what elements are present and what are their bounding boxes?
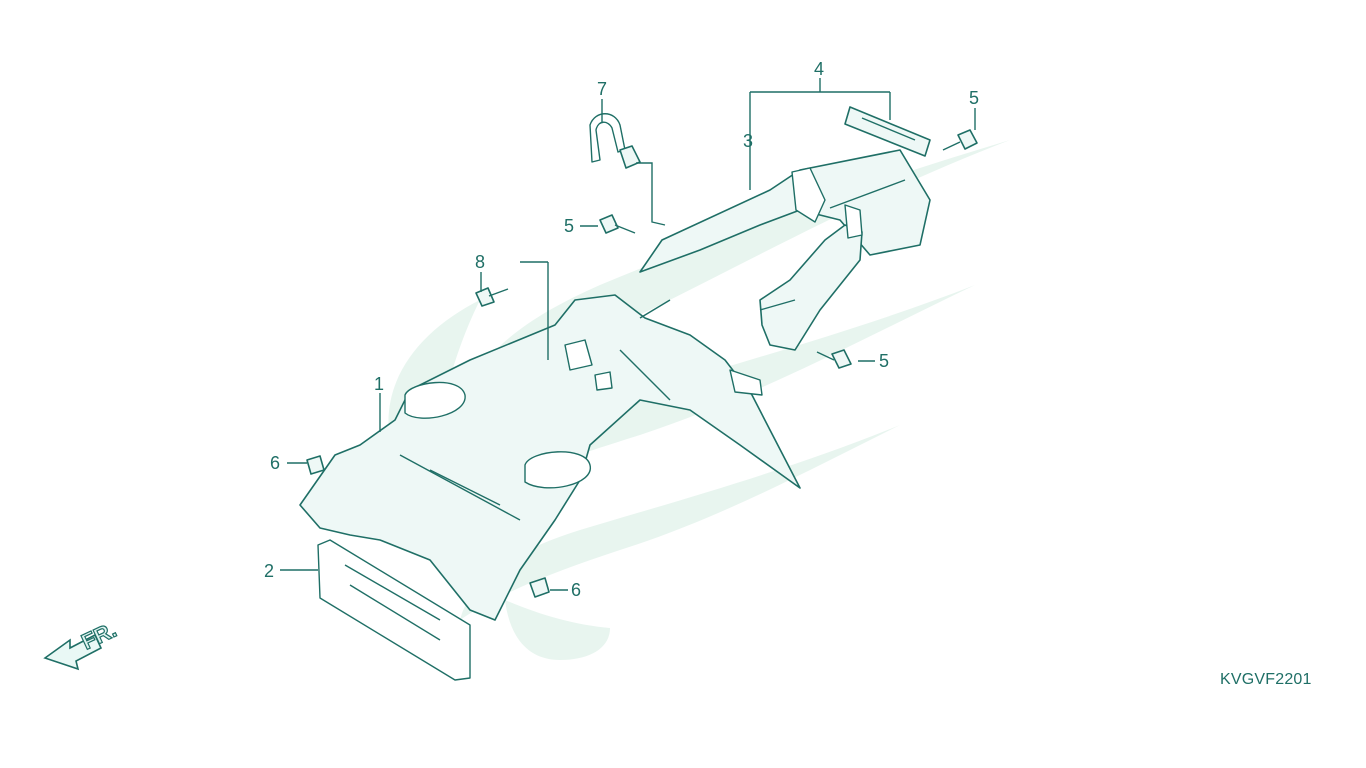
callout-4: 4: [814, 59, 824, 79]
screw-8: [475, 287, 509, 307]
callout-6-left: 6: [270, 453, 280, 473]
callout-1: 1: [374, 374, 384, 394]
bolt-5b: [942, 129, 978, 151]
rear-fender-frame: [299, 294, 801, 621]
rear-grab-rail: [639, 149, 931, 351]
callout-5-lower-right: 5: [879, 351, 889, 371]
callout-3: 3: [743, 131, 753, 151]
nut-6b: [529, 577, 550, 598]
callout-2: 2: [264, 561, 274, 581]
callout-5-left: 5: [564, 216, 574, 236]
bolt-5a: [599, 214, 636, 234]
front-direction-arrow: FR.: [43, 616, 121, 671]
nut-6a: [306, 455, 325, 475]
callout-8: 8: [475, 252, 485, 272]
callout-labels: 1 2 3 4 5 5 5 6 6 7 8: [264, 59, 979, 600]
callout-7: 7: [597, 79, 607, 99]
license-plate-bracket: [317, 539, 471, 681]
hose-clamp: [589, 113, 641, 169]
callout-leaders: [280, 78, 976, 591]
callout-5-top-right: 5: [969, 88, 979, 108]
callout-6-right: 6: [571, 580, 581, 600]
bolt-5c: [816, 349, 852, 369]
diagram-code: KVGVF2201: [1220, 671, 1312, 688]
emblem-badge: [844, 106, 931, 157]
